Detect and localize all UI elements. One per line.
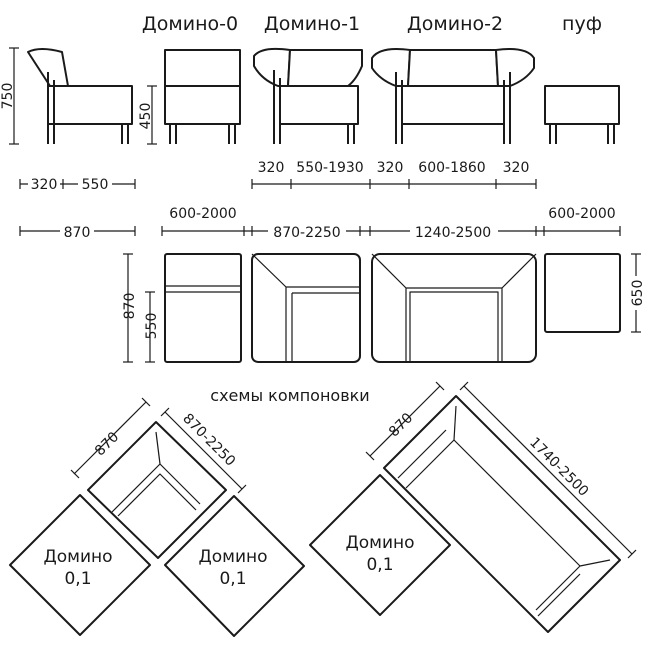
title-domino-0: Домино-0 [142, 13, 238, 35]
dim-d2-arm-left: 320 [377, 160, 404, 176]
d2-plan-outline [371, 253, 537, 363]
front-domino-1 [253, 47, 363, 144]
d2-back [407, 49, 499, 87]
dim-d1-width: 550-1930 [296, 160, 363, 176]
dim-tick [70, 469, 80, 479]
plan-domino-1 [251, 253, 361, 363]
dim-bg [626, 276, 644, 310]
dim-tick [237, 484, 247, 494]
plan-domino-0 [164, 253, 242, 363]
right-sofa-inner [405, 439, 581, 611]
left-module-b-name: Домино [198, 547, 267, 567]
dim-bg [60, 222, 94, 238]
dim-tick [435, 381, 445, 391]
dim-puf-plan: 600-2000 [548, 206, 615, 222]
right-sofa-arm [537, 573, 581, 617]
right-module [309, 474, 451, 616]
left-dim-line-depth [73, 401, 147, 475]
right-sofa-outline [383, 395, 621, 633]
dim-d0-plan: 600-2000 [169, 206, 236, 222]
d1-plan-inner [251, 253, 360, 362]
left-module-b [164, 495, 305, 637]
dim-d2-width: 600-1860 [418, 160, 485, 176]
left-corner-seam [155, 431, 161, 465]
dim-bg [268, 222, 346, 238]
dim-tick [459, 381, 469, 391]
d0-seat [164, 85, 241, 125]
puf-seat [544, 85, 620, 125]
dim-seat: 550 [82, 177, 109, 193]
dim-height-total: 750 [0, 83, 16, 110]
plan-puf [544, 253, 621, 333]
d2-plan-seat [409, 291, 499, 363]
dim-tick [160, 407, 170, 417]
scheme-right: Домино 0,1 870 1740-2500 [309, 381, 637, 633]
d0-backrest [164, 49, 241, 87]
dim-height-seat: 450 [138, 103, 154, 130]
d0-plan-outline [164, 253, 242, 363]
right-dim-line-width [463, 385, 633, 555]
left-module-a-num: 0,1 [64, 569, 91, 589]
right-module-num: 0,1 [366, 555, 393, 575]
dim-bg [28, 174, 60, 190]
dim-d2-arm-right: 320 [503, 160, 530, 176]
d1-seat [279, 85, 359, 125]
d2-arm-right [495, 48, 535, 87]
dim-d1-arm: 320 [258, 160, 285, 176]
left-module-a [9, 494, 151, 636]
left-corner-inner2 [117, 473, 197, 517]
d2-plan-inner [371, 253, 537, 362]
side-seat [47, 85, 133, 125]
schemes-caption: схемы компоновки [210, 386, 369, 405]
dim-tick [141, 397, 151, 407]
left-dim-depth: 870 [92, 429, 122, 459]
right-sofa-seam2 [579, 559, 611, 567]
d2-seat [401, 85, 505, 125]
dim-plan-depth: 870 [122, 293, 138, 320]
dim-tick [627, 549, 637, 559]
d2-arm-left [371, 48, 411, 87]
dim-d2-plan: 1240-2500 [415, 225, 491, 241]
scheme-left: Домино 0,1 Домино 0,1 870 870-2250 [9, 397, 305, 637]
plan-domino-2 [371, 253, 537, 363]
right-dim-line-depth [369, 385, 441, 457]
left-module-b-num: 0,1 [219, 569, 246, 589]
front-domino-2 [371, 48, 535, 144]
right-sofa-back [397, 429, 447, 479]
dim-back: 320 [31, 177, 58, 193]
right-sofa-seam [453, 405, 457, 441]
dim-plan-seat: 550 [144, 313, 160, 340]
dim-bg [410, 222, 498, 238]
dim-bg [78, 174, 112, 190]
title-puf: пуф [562, 13, 602, 35]
dim-tick [365, 451, 375, 461]
title-domino-2: Домино-2 [407, 13, 503, 35]
front-puf [544, 85, 620, 144]
left-dim-line-width [164, 411, 243, 490]
dim-d1-plan: 870-2250 [273, 225, 340, 241]
front-domino-0 [164, 49, 241, 144]
side-view [27, 48, 133, 144]
puf-plan-outline [544, 253, 621, 333]
dim-depth: 870 [64, 225, 91, 241]
dim-puf-depth: 650 [630, 280, 646, 307]
d1-back [287, 49, 363, 87]
right-module-name: Домино [345, 533, 414, 553]
title-domino-1: Домино-1 [264, 13, 360, 35]
left-module-a-name: Домино [43, 547, 112, 567]
d1-arm-left [253, 47, 291, 87]
left-corner-outline [87, 421, 227, 559]
